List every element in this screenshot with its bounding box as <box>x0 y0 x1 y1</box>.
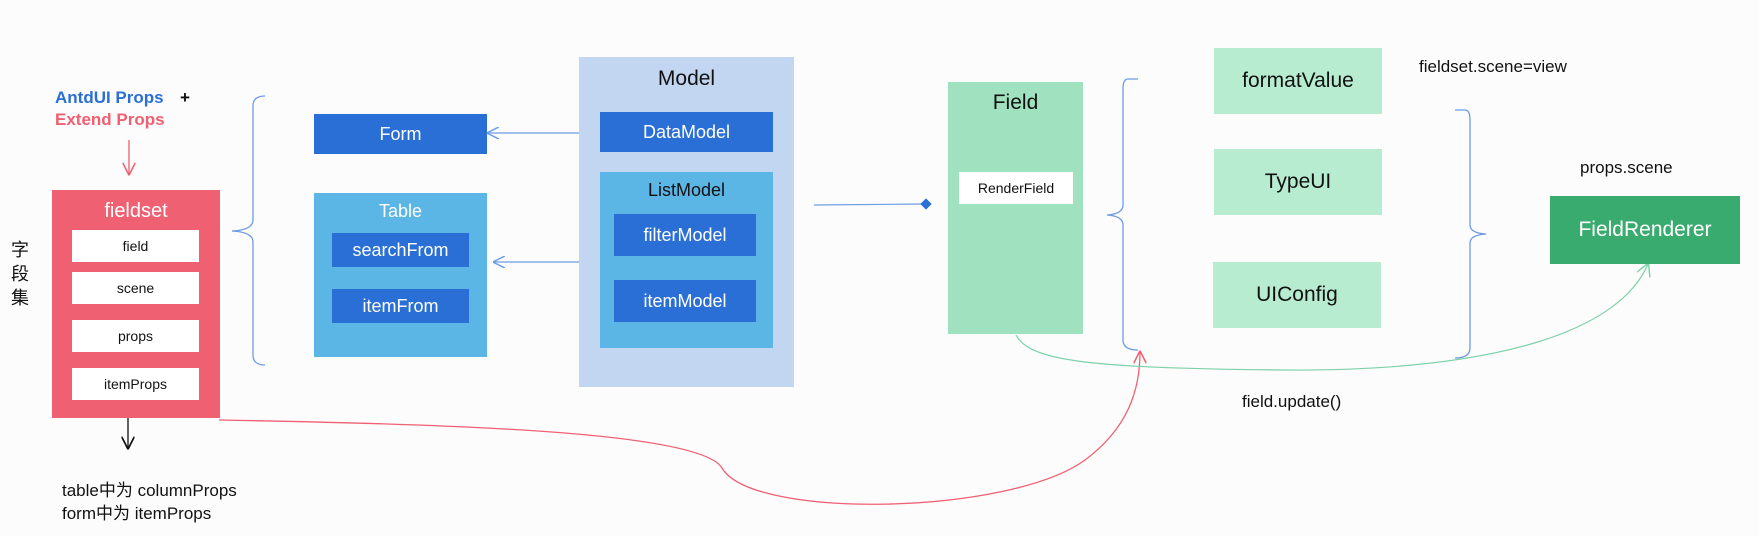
fieldset-title: fieldset <box>104 200 168 222</box>
field-update-annotation: field.update() <box>1242 392 1342 411</box>
model-box: Model DataModel ListModel filterModel it… <box>579 57 794 387</box>
fieldset-to-field-curve <box>218 352 1140 505</box>
note-table-columnprops: table中为 columnProps <box>62 481 237 500</box>
uiconfig-box: UIConfig <box>1213 262 1381 328</box>
listmodel-title: ListModel <box>647 180 726 200</box>
fieldset-item: props <box>72 320 199 352</box>
datamodel-box: DataModel <box>600 112 773 152</box>
fieldset-box: fieldset field scene props itemProps <box>52 190 220 418</box>
side-label-char: 字 <box>11 240 29 260</box>
side-label-char: 段 <box>11 264 29 284</box>
fieldset-item: field <box>72 230 199 262</box>
form-box: Form <box>314 114 487 154</box>
table-item: searchFrom <box>332 233 469 267</box>
model-title: Model <box>657 67 716 90</box>
field-to-renderer-curve <box>1015 264 1648 371</box>
note-form-itemprops: form中为 itemProps <box>62 504 212 523</box>
model-to-field-link <box>813 203 923 206</box>
link-diamond <box>920 198 932 210</box>
table-box: Table searchFrom itemFrom <box>314 193 487 357</box>
listmodel-item: itemModel <box>614 280 756 322</box>
formatvalue-box: formatValue <box>1214 48 1382 114</box>
renderer-brace <box>1454 109 1487 359</box>
table-title: Table <box>378 201 423 221</box>
field-box: Field RenderField <box>948 82 1083 334</box>
field-brace <box>1106 78 1139 351</box>
fieldset-item: itemProps <box>72 368 199 400</box>
legend-antd-label: AntdUI Props <box>55 88 164 107</box>
fieldset-item: scene <box>72 272 199 304</box>
listmodel-item: filterModel <box>614 214 756 256</box>
legend-extend-label: Extend Props <box>55 110 165 129</box>
table-item: itemFrom <box>332 289 469 323</box>
side-label-char: 集 <box>11 288 29 308</box>
typeui-box: TypeUI <box>1214 149 1382 215</box>
listmodel-box: ListModel filterModel itemModel <box>600 172 773 348</box>
renderfield-box: RenderField <box>959 172 1073 204</box>
legend-plus: + <box>180 88 190 107</box>
field-title: Field <box>992 91 1039 114</box>
side-label: 字 段 集 <box>8 238 32 310</box>
props-scene-annotation: props.scene <box>1580 158 1673 177</box>
scene-view-annotation: fieldset.scene=view <box>1419 57 1567 76</box>
fieldrenderer-box: FieldRenderer <box>1550 196 1740 264</box>
fieldset-brace <box>231 95 266 366</box>
